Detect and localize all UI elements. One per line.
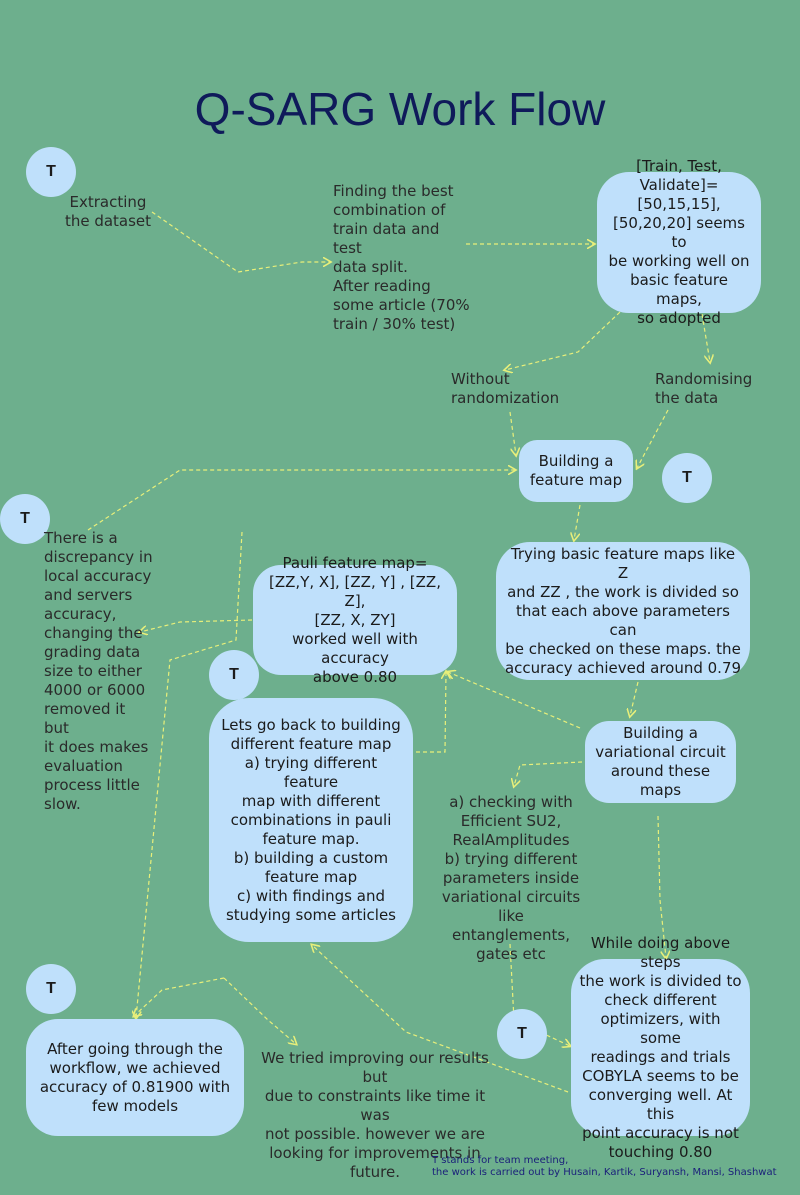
arrow-pauli-to-discrepancy (140, 619, 253, 632)
arrow-variational-to-checking (514, 761, 583, 786)
arrow-rand-to-building (637, 409, 669, 468)
arrow-variational-to-optimizers (657, 815, 666, 958)
page-title: Q-SARG Work Flow (194, 83, 606, 135)
variational-circuit-node: Building a variational circuit around th… (585, 721, 736, 803)
arrow-basic-to-variational (630, 681, 639, 716)
improvement-text: We tried improving our results but due t… (261, 1049, 489, 1181)
randomising-text: Randomising the data (655, 370, 753, 407)
arrow-extract-to-split (151, 211, 330, 273)
arrow-without-to-building (509, 411, 516, 455)
team-meeting-marker: T (662, 453, 712, 503)
team-meeting-marker: T (497, 1009, 547, 1059)
building-feature-map-node: Building a feature map (519, 440, 633, 502)
arrow-optimizers-to-goback (312, 945, 569, 1093)
arrow-line-to-final (136, 531, 243, 1018)
train-test-split-node: [Train, Test, Validate]= [50,15,15], [50… (597, 157, 761, 327)
final-result-node: After going through the workflow, we ach… (26, 1019, 244, 1136)
new-feature-map-node: Lets go back to building different featu… (209, 698, 413, 942)
pauli-feature-map-node: Pauli feature map= [ZZ,Y, X], [ZZ, Y] , … (253, 554, 457, 686)
team-meeting-marker: T (26, 964, 76, 1014)
team-meeting-marker: T (0, 494, 50, 544)
arrow-finalT-to-improving (223, 977, 296, 1044)
extract-dataset-text: Extracting the dataset (64, 193, 152, 230)
data-split-text: Finding the best combination of train da… (333, 182, 470, 333)
discrepancy-text: There is a discrepancy in local accuracy… (44, 529, 153, 813)
arrow-traintest-to-without (505, 311, 621, 370)
arrow-goback-to-pauli (416, 672, 446, 753)
team-meeting-marker: T (209, 650, 259, 700)
arrow-traintest-to-rand (701, 313, 710, 362)
variational-checks-text: a) checking with Efficient SU2, RealAmpl… (441, 793, 581, 963)
footnote: T stands for team meeting, the work is c… (432, 1155, 777, 1178)
without-randomization-text: Without randomization (451, 370, 560, 407)
optimizers-node: While doing above steps the work is divi… (571, 934, 750, 1161)
arrow-building-to-basic (574, 504, 581, 540)
basic-feature-maps-node: Trying basic feature maps like Z and ZZ … (496, 542, 750, 680)
arrow-finalT-to-final (134, 977, 225, 1016)
arrow-variational-to-pauli (448, 672, 581, 729)
team-meeting-marker: T (26, 147, 76, 197)
arrow-discrepancy-to-building (87, 470, 515, 531)
